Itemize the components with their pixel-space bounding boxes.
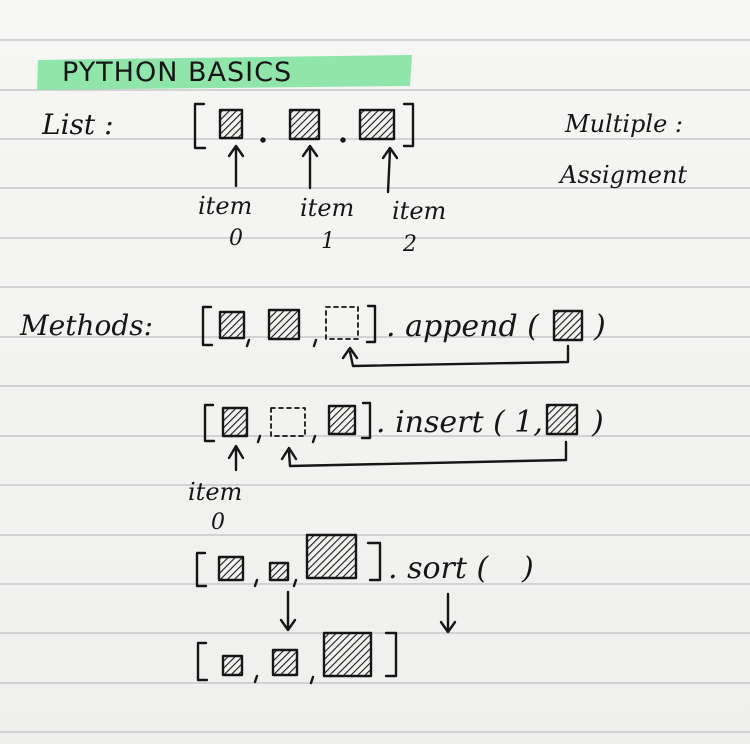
arrow-up-0 — [227, 144, 245, 188]
sort-box-1 — [268, 561, 290, 582]
sort-method: . sort ( — [388, 551, 489, 586]
item-word-0: item — [198, 192, 253, 220]
arrow-up-1 — [301, 144, 319, 190]
list-box-1 — [288, 108, 321, 141]
insert-arrow — [280, 440, 568, 468]
list-comma-1 — [340, 137, 346, 143]
append-box-0 — [218, 310, 246, 340]
insert-item-index: 0 — [211, 510, 225, 535]
result-comma-0 — [253, 674, 259, 684]
item-word-1: item — [300, 194, 355, 222]
list-label: List : — [42, 108, 114, 141]
insert-comma-0 — [256, 434, 262, 444]
append-arrow — [341, 344, 570, 368]
multiple-label: Multiple : — [565, 110, 683, 138]
list-open-bracket — [193, 102, 207, 150]
insert-close-bracket — [360, 401, 372, 440]
result-comma-1 — [309, 675, 315, 685]
append-close-paren: ) — [594, 309, 606, 344]
arrow-up-2 — [381, 146, 399, 194]
insert-box-2 — [327, 404, 357, 436]
append-close-bracket — [365, 304, 377, 344]
item-index-1: 1 — [321, 229, 335, 254]
append-box-1 — [267, 308, 301, 341]
result-close-bracket — [384, 631, 398, 678]
append-method: . append ( — [386, 309, 539, 344]
insert-item-word: item — [188, 478, 243, 506]
list-close-bracket — [402, 102, 415, 148]
list-box-0 — [218, 108, 244, 140]
result-box-2 — [322, 631, 373, 678]
sort-arrow-down-1 — [439, 592, 457, 634]
insert-box-0 — [221, 406, 249, 438]
result-open-bracket — [196, 641, 209, 682]
sort-box-0 — [217, 555, 245, 582]
insert-index-arrow — [227, 444, 245, 472]
sort-open-bracket — [195, 551, 208, 588]
insert-close-paren: ) — [592, 405, 604, 440]
sort-box-2 — [305, 533, 358, 580]
insert-open-bracket — [203, 403, 216, 443]
insert-arg-box — [545, 403, 579, 436]
page-title: PYTHON BASICS — [62, 57, 293, 88]
insert-empty-slot — [270, 407, 306, 437]
sort-comma-1 — [292, 578, 298, 588]
sort-close-paren: ) — [522, 551, 534, 586]
result-box-1 — [271, 648, 299, 677]
assignment-label: Assigment — [560, 161, 688, 189]
append-empty-slot — [325, 306, 359, 340]
sort-close-bracket — [366, 541, 382, 582]
append-comma-0 — [245, 338, 251, 348]
item-word-2: item — [392, 197, 447, 225]
sort-comma-0 — [253, 578, 259, 588]
append-open-bracket — [201, 305, 214, 347]
result-box-0 — [221, 654, 244, 677]
append-arg-box — [552, 309, 584, 342]
insert-method: . insert ( 1, — [376, 405, 543, 440]
insert-comma-1 — [311, 434, 317, 444]
list-box-2 — [358, 108, 396, 141]
methods-label: Methods: — [20, 309, 154, 342]
item-index-2: 2 — [403, 232, 417, 257]
append-comma-1 — [312, 338, 318, 348]
item-index-0: 0 — [229, 226, 243, 251]
list-comma-0 — [260, 137, 266, 143]
sort-arrow-down-0 — [279, 590, 297, 632]
